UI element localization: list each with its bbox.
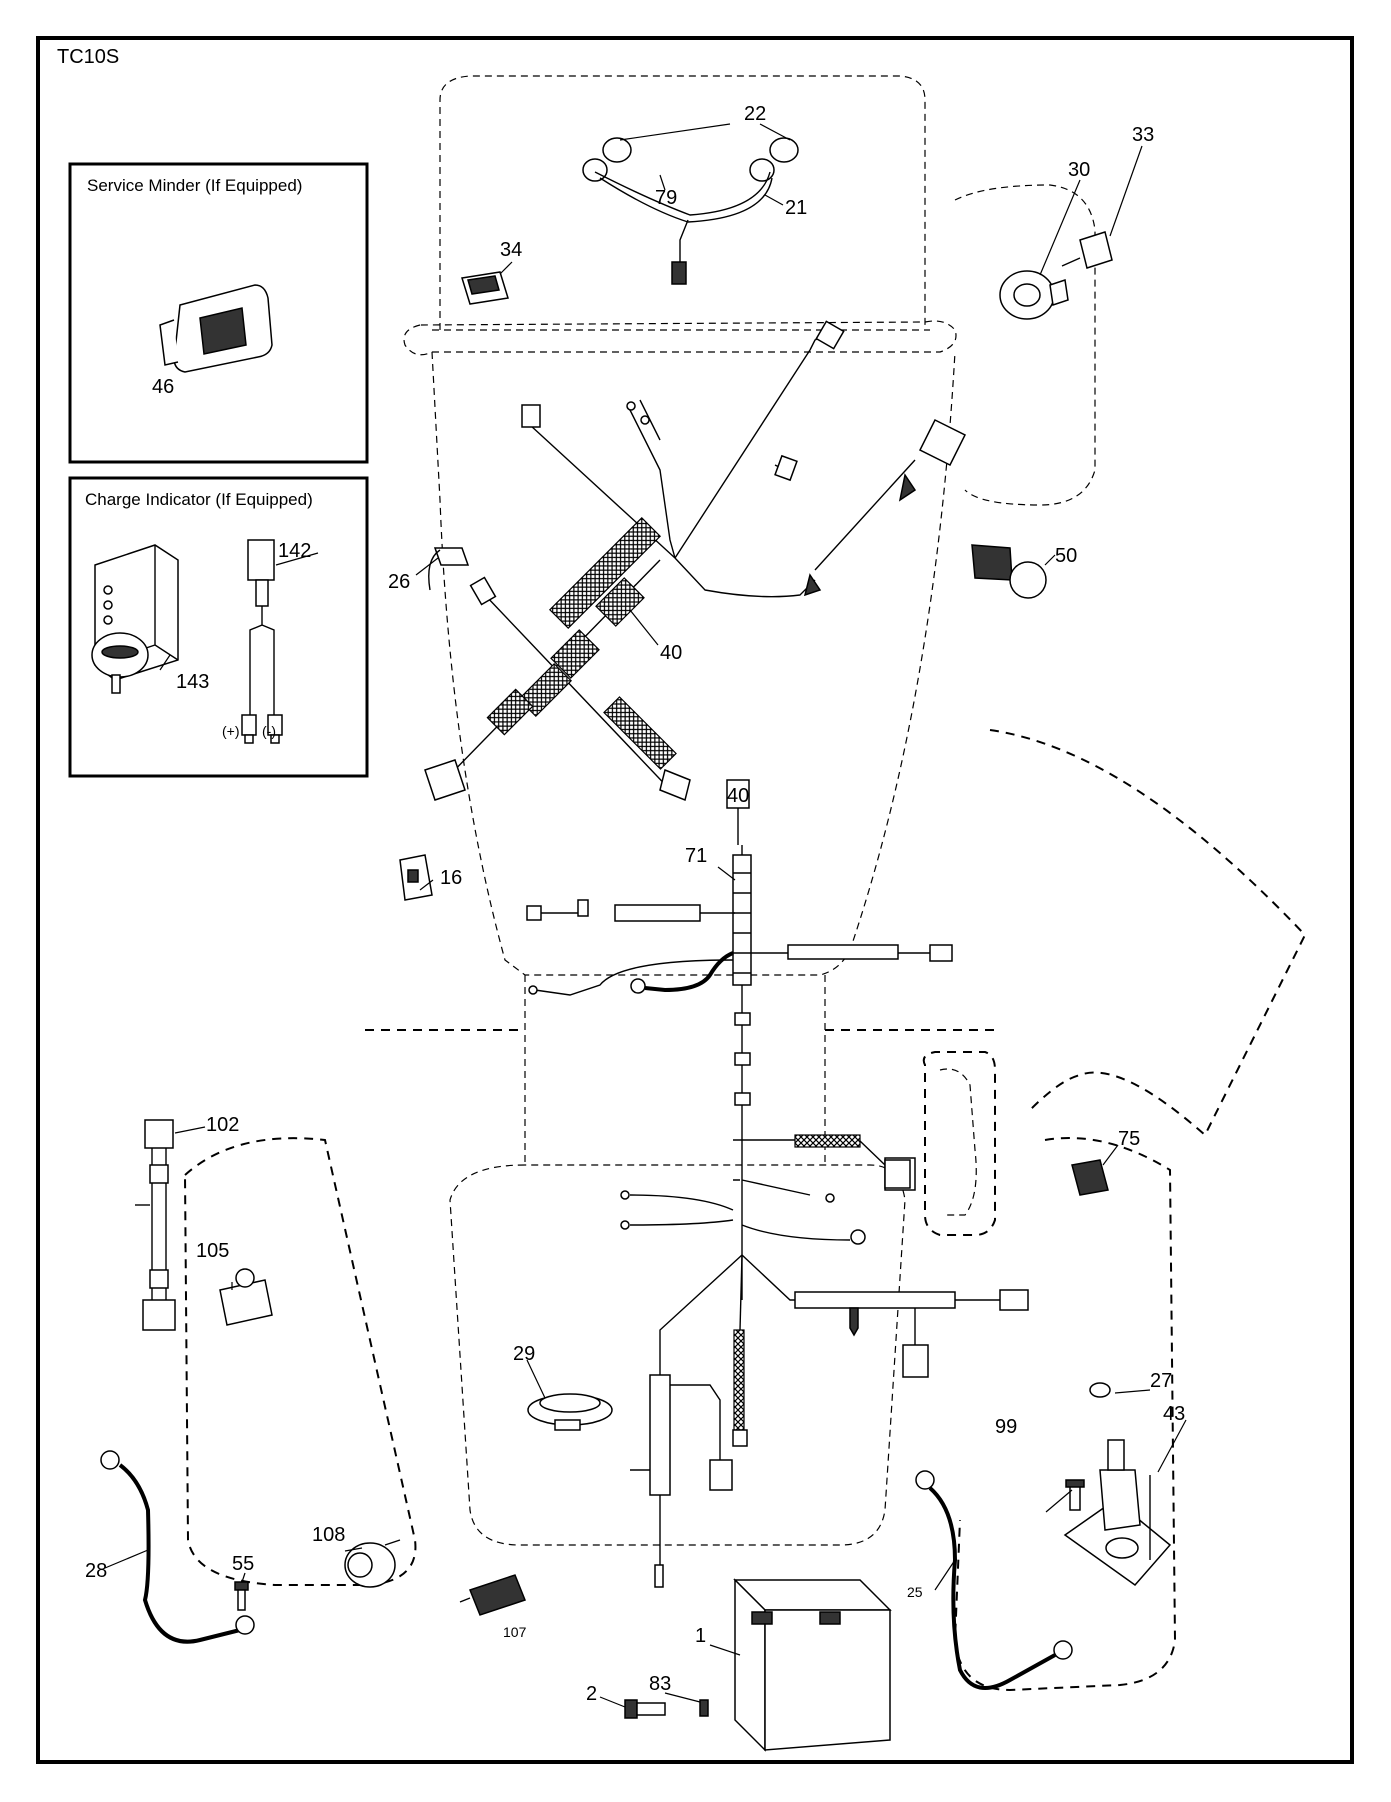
capacitor-107 bbox=[459, 1574, 526, 1616]
part-label: 71 bbox=[685, 845, 707, 867]
part-label: 40 bbox=[727, 785, 749, 807]
ignition-switch bbox=[999, 270, 1069, 320]
charge-indicator-gauge bbox=[91, 544, 179, 694]
part-label: 27 bbox=[1150, 1370, 1172, 1392]
relay-26 bbox=[428, 547, 470, 591]
part-label: 26 bbox=[388, 571, 410, 593]
part-label: 46 bbox=[152, 376, 174, 398]
leader-lines bbox=[104, 123, 1187, 1708]
switch-34 bbox=[461, 271, 509, 305]
part-label: 34 bbox=[500, 239, 522, 261]
part-label: 75 bbox=[1118, 1128, 1140, 1150]
right-fender-outline bbox=[953, 1137, 1177, 1692]
positive-terminal-label: (+) bbox=[222, 723, 240, 739]
hood-outline bbox=[439, 75, 926, 330]
switch-75 bbox=[1071, 1159, 1109, 1196]
part-label: 29 bbox=[513, 1343, 535, 1365]
module-outline bbox=[884, 1051, 996, 1236]
negative-terminal-label: (-) bbox=[262, 723, 276, 739]
nut-27 bbox=[1089, 1382, 1111, 1398]
service-minder-box bbox=[68, 162, 369, 464]
part-label: 143 bbox=[176, 671, 209, 693]
part-label: 79 bbox=[655, 187, 677, 209]
part-label: 33 bbox=[1132, 124, 1154, 146]
fender-right-outline bbox=[989, 729, 1307, 1137]
switch-50 bbox=[971, 544, 1047, 599]
charge-indicator-title: Charge Indicator (If Equipped) bbox=[85, 490, 313, 509]
headlight-harness bbox=[582, 137, 799, 285]
main-harness-40 bbox=[424, 516, 691, 802]
part-label: 25 bbox=[907, 1584, 923, 1600]
central-harness bbox=[526, 779, 1029, 1588]
key-switch-zone bbox=[954, 184, 1096, 506]
part-labels: 22 33 30 21 79 34 46 50 26 40 142 143 40… bbox=[85, 103, 1185, 1705]
part-label: 22 bbox=[744, 103, 766, 125]
part-label: 21 bbox=[785, 197, 807, 219]
grommet-29 bbox=[527, 1393, 613, 1431]
part-label: 55 bbox=[232, 1553, 254, 1575]
upper-harness-wires bbox=[521, 320, 967, 598]
part-label: 83 bbox=[649, 1673, 671, 1695]
part-label: 108 bbox=[312, 1524, 345, 1546]
bolt-99 bbox=[1065, 1479, 1085, 1511]
solenoid-105 bbox=[219, 1268, 273, 1326]
tunnel-outline bbox=[524, 975, 826, 1165]
part-label: 2 bbox=[586, 1683, 597, 1705]
part-label: 142 bbox=[278, 540, 311, 562]
ignition-key bbox=[1061, 231, 1113, 269]
part-label: 1 bbox=[695, 1625, 706, 1647]
part-label: 102 bbox=[206, 1114, 239, 1136]
screw-55 bbox=[234, 1581, 249, 1611]
charge-indicator-harness bbox=[241, 539, 283, 744]
bolt-2 bbox=[624, 1699, 666, 1719]
connector-16 bbox=[399, 854, 433, 901]
service-minder-display bbox=[159, 284, 273, 373]
part-label: 43 bbox=[1163, 1403, 1185, 1425]
frame-upper-outline bbox=[431, 351, 956, 976]
bracket-43 bbox=[1063, 1439, 1172, 1587]
dash-panel-outline bbox=[403, 320, 957, 356]
cable-25 bbox=[915, 1470, 1073, 1690]
cable-28 bbox=[100, 1450, 255, 1644]
part-label: 28 bbox=[85, 1560, 107, 1582]
part-label: 30 bbox=[1068, 159, 1090, 181]
model-code: TC10S bbox=[57, 46, 120, 68]
charge-indicator-box bbox=[68, 476, 369, 778]
part-label: 105 bbox=[196, 1240, 229, 1262]
part-label: 16 bbox=[440, 867, 462, 889]
harness-102 bbox=[135, 1119, 176, 1331]
diagram-frame bbox=[36, 36, 1354, 1764]
horn-108 bbox=[344, 1539, 401, 1588]
nut-83 bbox=[699, 1699, 709, 1717]
left-fender-outline bbox=[183, 1137, 417, 1586]
battery-1 bbox=[733, 1578, 892, 1752]
part-label: 50 bbox=[1055, 545, 1077, 567]
part-label: 40 bbox=[660, 642, 682, 664]
part-label: 99 bbox=[995, 1416, 1017, 1438]
service-minder-title: Service Minder (If Equipped) bbox=[87, 176, 303, 195]
part-label: 107 bbox=[503, 1624, 527, 1640]
